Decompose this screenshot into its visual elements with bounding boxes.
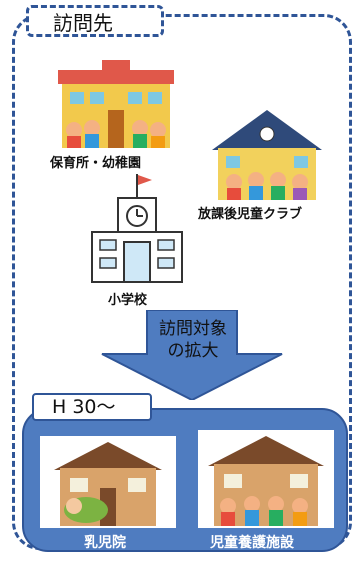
section-title-text: 訪問先 — [53, 10, 113, 35]
childcare-facility-illustration-icon — [198, 430, 334, 528]
infant-home-label: 乳児院 — [84, 535, 126, 551]
expansion-label: 訪問対象 の拡大 — [150, 318, 236, 362]
infant-home-illustration-icon — [40, 436, 176, 528]
elementary-school-icon — [91, 174, 183, 283]
expansion-arrow-icon — [101, 310, 283, 400]
nursery-label: 保育所・幼稚園 — [50, 156, 142, 171]
afterschool-club-illustration-icon — [212, 110, 322, 200]
h30-badge: H 30〜 — [32, 393, 152, 421]
nursery-illustration-icon — [58, 60, 174, 148]
expansion-label-line1: 訪問対象 — [159, 319, 227, 339]
section-title: 訪問先 — [26, 5, 164, 37]
childcare-facility-label: 児童養護施設 — [210, 535, 294, 551]
afterschool-club-label: 放課後児童クラブ — [198, 207, 303, 222]
expansion-label-line2: の拡大 — [167, 341, 219, 361]
elementary-school-label: 小学校 — [108, 293, 148, 308]
